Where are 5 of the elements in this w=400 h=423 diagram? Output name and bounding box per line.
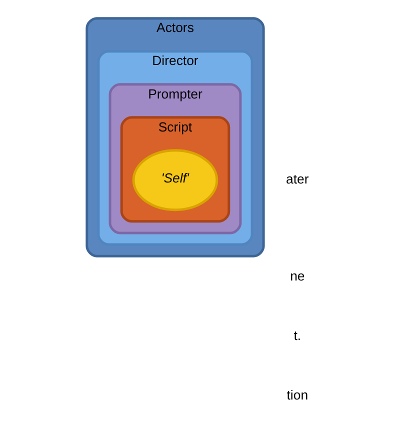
node-ellipse: 'Self' (132, 149, 218, 212)
label: t. (294, 328, 302, 344)
label: ne (290, 268, 305, 284)
label: tion (286, 388, 308, 403)
label: ater (286, 171, 309, 186)
